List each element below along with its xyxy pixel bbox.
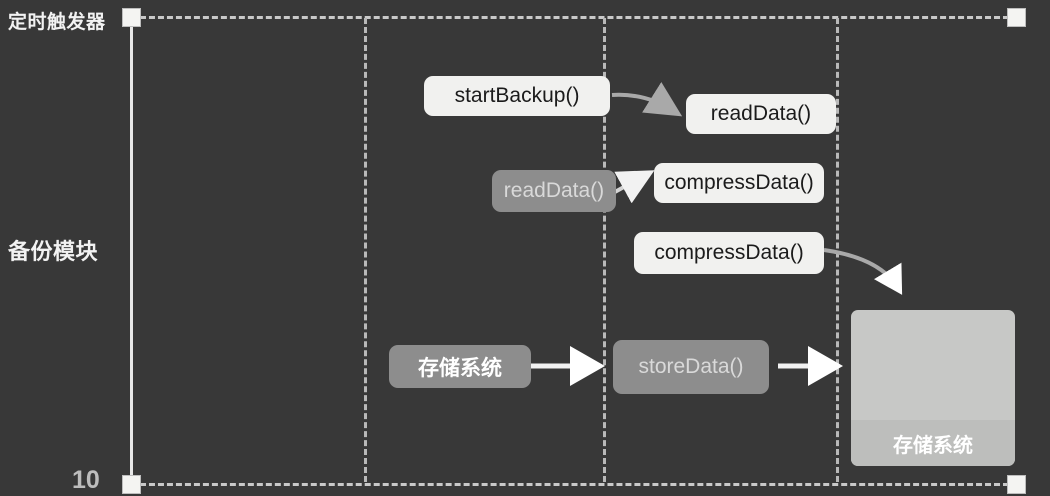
node-store-data[interactable]: storeData() — [613, 340, 769, 394]
handle-top-left[interactable] — [122, 8, 141, 27]
lane-divider-1 — [364, 18, 367, 482]
storage-panel-label: 存储系统 — [851, 420, 1015, 466]
lane-label-backup-module: 备份模块 — [8, 239, 99, 264]
top-boundary-line — [131, 16, 1009, 19]
node-compress-data-input[interactable]: compressData() — [634, 232, 824, 274]
node-read-data-output[interactable]: readData() — [686, 94, 836, 134]
arrow-read-data-to-compress-data — [612, 170, 655, 204]
axis-value-label: 10 — [72, 466, 100, 494]
arrow-start-backup-to-read-data — [611, 81, 683, 117]
storage-panel[interactable]: 存储系统 — [851, 310, 1015, 466]
node-start-backup[interactable]: startBackup() — [424, 76, 610, 116]
lane-label-timer-trigger: 定时触发器 — [8, 12, 106, 33]
lane-divider-2 — [603, 18, 606, 482]
bottom-boundary-line — [131, 483, 1009, 486]
left-axis-line — [130, 17, 133, 484]
handle-bottom-right[interactable] — [1007, 475, 1026, 494]
handle-bottom-left[interactable] — [122, 475, 141, 494]
node-read-data-input[interactable]: readData() — [492, 170, 616, 212]
lane-divider-3 — [836, 18, 839, 482]
handle-top-right[interactable] — [1007, 8, 1026, 27]
node-storage-system[interactable]: 存储系统 — [389, 345, 531, 388]
node-compress-data-output[interactable]: compressData() — [654, 163, 824, 203]
